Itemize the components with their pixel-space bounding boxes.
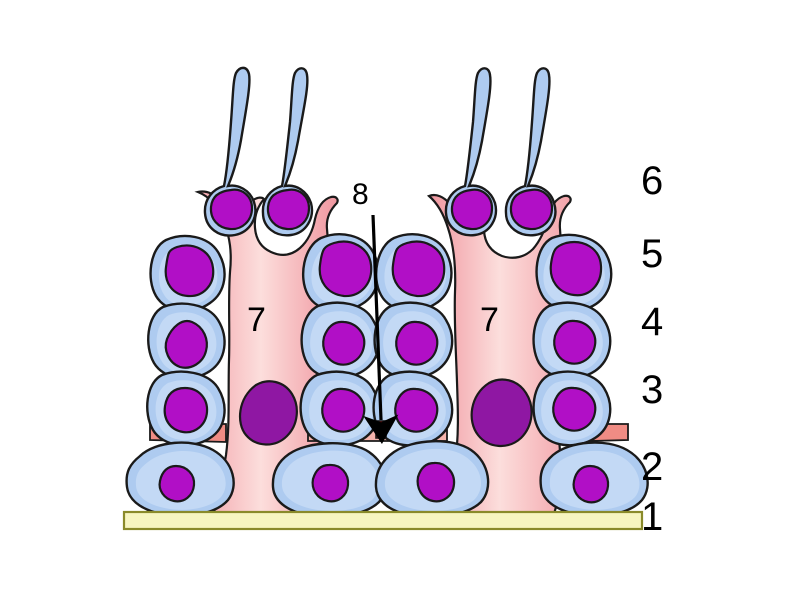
- layer-label-1: 1: [641, 495, 664, 539]
- germ-cell-spermatogonium-C1: [271, 442, 388, 519]
- germ-cell-spermatogonium-C2: [374, 440, 490, 519]
- layer-label-6: 6: [641, 159, 664, 203]
- nucleus: [164, 319, 208, 369]
- tight-junction-arrow: [363, 214, 399, 444]
- germ-cell-spermatid-C1: [301, 233, 380, 312]
- germ-cell-spermatid-C2: [374, 233, 453, 312]
- nucleus: [552, 386, 597, 432]
- nucleus: [509, 188, 554, 231]
- nucleus: [158, 464, 196, 503]
- nucleus: [321, 387, 366, 433]
- germ-cell-spermatocyte2-C2: [373, 301, 454, 380]
- layer-label-3: 3: [641, 368, 664, 412]
- layer-label-2: 2: [641, 445, 664, 489]
- germ-cell-column-far-left: [125, 234, 235, 518]
- sertoli-label-right: 7: [480, 301, 499, 339]
- germ-cell-spermatocyte1-R1: [532, 370, 612, 447]
- nucleus: [322, 320, 366, 366]
- nucleus: [164, 244, 215, 298]
- tight-junction-marker: [375, 420, 387, 439]
- nucleus: [549, 241, 603, 297]
- spermatozoon-3: [444, 67, 498, 237]
- germ-cell-column-center-right: [372, 233, 490, 519]
- spermatozoon-4: [504, 67, 557, 237]
- germ-cell-spermatocyte1-C1: [299, 370, 381, 447]
- layer-label-5: 5: [641, 232, 664, 276]
- nucleus: [163, 386, 209, 434]
- germ-cell-spermatocyte2-R1: [532, 301, 612, 380]
- sertoli-label-left: 7: [247, 301, 266, 339]
- nucleus: [394, 387, 439, 433]
- nucleus: [553, 319, 597, 365]
- germ-cell-spermatocyte1-L1: [146, 370, 226, 447]
- nucleus: [391, 240, 446, 298]
- nucleus: [209, 188, 254, 231]
- spermatozoa-group: [203, 66, 557, 237]
- germ-cell-spermatogonium-L1: [125, 441, 235, 518]
- nucleus: [266, 188, 311, 231]
- nucleus: [416, 461, 456, 503]
- nucleus: [318, 240, 373, 298]
- nucleus: [395, 320, 439, 366]
- spermatozoon-2: [261, 67, 314, 237]
- basement-membrane: [122, 510, 644, 531]
- sertoli-nucleus-right: [470, 378, 533, 447]
- nucleus: [450, 188, 494, 231]
- germ-cell-spermatogonium-R1: [539, 441, 649, 518]
- nucleus: [572, 464, 610, 504]
- germ-cell-spermatocyte2-C1: [300, 301, 381, 380]
- germ-cell-column-far-right: [532, 233, 649, 518]
- nucleus: [311, 463, 350, 503]
- sertoli-nucleus-left: [238, 380, 298, 446]
- germ-cell-spermatocyte2-L1: [147, 302, 226, 380]
- germ-cell-column-center-left: [271, 233, 388, 519]
- sertoli-cell-right: [426, 193, 572, 519]
- tight-junction-label: 8: [352, 178, 369, 211]
- germ-cell-spermatid-R1: [535, 233, 613, 312]
- spermatozoon-1: [203, 66, 257, 237]
- layer-label-4: 4: [641, 300, 664, 344]
- germ-cell-spermatid-L1: [149, 234, 226, 313]
